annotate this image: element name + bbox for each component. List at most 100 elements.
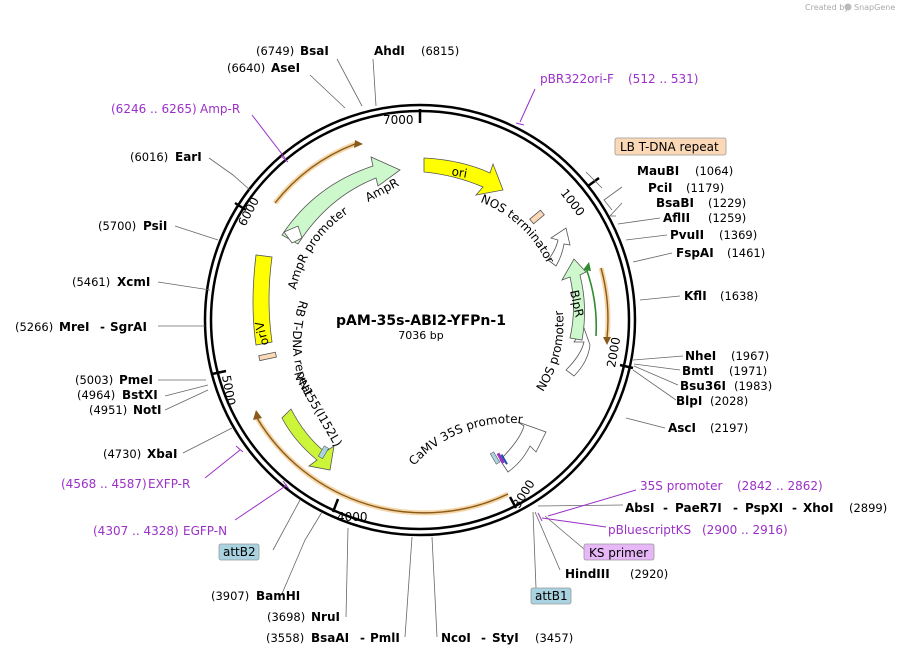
svg-text:-: -: [360, 631, 365, 645]
site-1229[interactable]: BsaBI (1229): [656, 196, 746, 210]
svg-text:HindIII: HindIII: [565, 567, 610, 581]
primer-pbluescriptks[interactable]: pBluescriptKS (2900 .. 2916): [608, 523, 788, 537]
primer-exfp-r[interactable]: (4568 .. 4587) EXFP-R: [61, 477, 190, 491]
svg-text:PciI: PciI: [648, 181, 673, 195]
svg-text:BmtI: BmtI: [682, 364, 714, 378]
svg-text:(2842 .. 2862): (2842 .. 2862): [737, 479, 823, 493]
lb-tdna-feature[interactable]: [529, 209, 545, 225]
lb-tdna-repeat-box[interactable]: LB T-DNA repeat: [614, 137, 727, 156]
site-1369[interactable]: PvuII (1369): [670, 228, 757, 242]
site-1064[interactable]: MauBI (1064): [637, 164, 733, 178]
primer-pbr322ori-f[interactable]: pBR322ori-F (512 .. 531): [540, 72, 698, 86]
site-2197[interactable]: AscI (2197): [668, 421, 748, 435]
backbone-outer-ring: [203, 103, 637, 537]
svg-text:(6016): (6016): [130, 150, 168, 164]
tick-5000-mark: [211, 369, 227, 376]
svg-text:EarI: EarI: [175, 150, 202, 164]
camv-35s-promoter-feature[interactable]: [499, 421, 547, 473]
ori-label: ori: [451, 164, 469, 180]
credit-brand: SnapGene: [854, 3, 895, 12]
svg-text:BamHI: BamHI: [256, 589, 300, 603]
svg-text:(3698): (3698): [267, 610, 305, 624]
svg-text:PaeR7I: PaeR7I: [675, 501, 722, 515]
ks-primer-box[interactable]: KS primer: [583, 543, 655, 561]
svg-text:PsiI: PsiI: [143, 219, 167, 233]
attb1-box[interactable]: attB1: [530, 587, 572, 605]
site-5266[interactable]: (5266) MreI - SgrAI: [15, 320, 147, 334]
site-6016[interactable]: (6016) EarI: [130, 150, 202, 164]
svg-text:(1369): (1369): [719, 228, 757, 242]
oriv-feature[interactable]: [252, 254, 273, 346]
svg-text:pBluescriptKS: pBluescriptKS: [608, 523, 691, 537]
site-6815[interactable]: AhdI (6815): [374, 44, 459, 58]
svg-text:attB2: attB2: [223, 545, 256, 559]
primer-35s-promoter[interactable]: 35S promoter (2842 .. 2862): [640, 479, 823, 493]
svg-text:SgrAI: SgrAI: [110, 320, 147, 334]
tick-7000: 7000: [383, 113, 414, 127]
svg-text:NotI: NotI: [133, 403, 162, 417]
site-2920[interactable]: HindIII (2920): [565, 567, 668, 581]
attb2-box[interactable]: attB2: [218, 543, 260, 561]
svg-text:LB T-DNA repeat: LB T-DNA repeat: [620, 140, 719, 154]
svg-text:(1179): (1179): [686, 181, 724, 195]
svg-text:(2197): (2197): [710, 421, 748, 435]
svg-text:-: -: [792, 501, 797, 515]
nos-terminator-label: NOS terminator: [479, 192, 557, 266]
svg-text:35S promoter: 35S promoter: [640, 479, 722, 493]
attb1-marker: [489, 451, 508, 465]
site-2028[interactable]: BlpI (2028): [676, 394, 748, 408]
ampr-promoter-feature[interactable]: [283, 225, 303, 244]
svg-text:NruI: NruI: [311, 610, 340, 624]
site-5700[interactable]: (5700) PsiI: [98, 219, 167, 233]
site-1971[interactable]: BmtI (1971): [682, 364, 767, 378]
green-orf-arc: [585, 267, 598, 337]
site-4730[interactable]: (4730) XbaI: [103, 447, 177, 461]
svg-text:BstXI: BstXI: [122, 388, 158, 402]
ampr-feature[interactable]: [281, 156, 401, 245]
snapgene-logo-icon: [844, 3, 852, 11]
site-6640[interactable]: (6640) AseI: [227, 61, 300, 75]
site-1461[interactable]: FspAI (1461): [676, 246, 765, 260]
site-2899[interactable]: AbsI - PaeR7I - PspXI - XhoI (2899): [625, 501, 887, 515]
svg-text:Bsu36I: Bsu36I: [680, 379, 726, 393]
tick-2000: 2000: [604, 336, 623, 369]
blpr-feature[interactable]: [561, 258, 587, 341]
site-4951[interactable]: (4951) NotI: [89, 403, 162, 417]
tick-3000-mark: [508, 496, 518, 509]
primer-egfp-n[interactable]: (4307 .. 4328) EGFP-N: [93, 524, 227, 538]
site-6749[interactable]: (6749) BsaI: [256, 44, 329, 58]
site-3698[interactable]: (3698) NruI: [267, 610, 340, 624]
site-3457[interactable]: NcoI - StyI (3457): [441, 631, 573, 645]
svg-text:(2028): (2028): [710, 394, 748, 408]
site-3907[interactable]: (3907) BamHI: [211, 589, 300, 603]
tick-4000: 4000: [337, 510, 368, 524]
site-1983[interactable]: Bsu36I (1983): [680, 379, 772, 393]
svg-text:(6815): (6815): [421, 44, 459, 58]
primer-amp-r[interactable]: (6246 .. 6265) Amp-R: [111, 102, 240, 116]
site-1638[interactable]: KflI (1638): [684, 289, 758, 303]
svg-text:(6640): (6640): [227, 61, 265, 75]
site-5003[interactable]: (5003) PmeI: [75, 373, 153, 387]
ori-feature[interactable]: [423, 157, 504, 196]
tick-6000-mark: [234, 201, 247, 212]
rb-tdna-feature[interactable]: [258, 351, 277, 362]
nos-terminator-feature[interactable]: [547, 227, 571, 267]
tick-1000-mark: [587, 176, 600, 188]
green-orf-arrowhead-icon: [583, 262, 591, 271]
site-1179[interactable]: PciI (1179): [648, 181, 724, 195]
snapgene-credit: Created by SnapGene: [805, 3, 895, 12]
plasmid-name: pAM-35s-ABI2-YFPn-1: [336, 313, 506, 329]
primer-leader-lines: [204, 88, 637, 528]
site-1967[interactable]: NheI (1967): [685, 349, 769, 363]
site-4964[interactable]: (4964) BstXI: [77, 388, 158, 402]
svg-text:(5700): (5700): [98, 219, 136, 233]
blpr-label: BlpR: [567, 289, 586, 319]
svg-text:BsaAI: BsaAI: [311, 631, 349, 645]
svg-text:(4307 .. 4328): (4307 .. 4328): [93, 524, 179, 538]
site-3558[interactable]: (3558) BsaAI - PmlI: [266, 631, 400, 645]
site-5461[interactable]: (5461) XcmI: [72, 275, 150, 289]
svg-text:XcmI: XcmI: [117, 275, 150, 289]
site-1259[interactable]: AflII (1259): [663, 211, 746, 225]
tick-3000: 3000: [510, 477, 538, 510]
